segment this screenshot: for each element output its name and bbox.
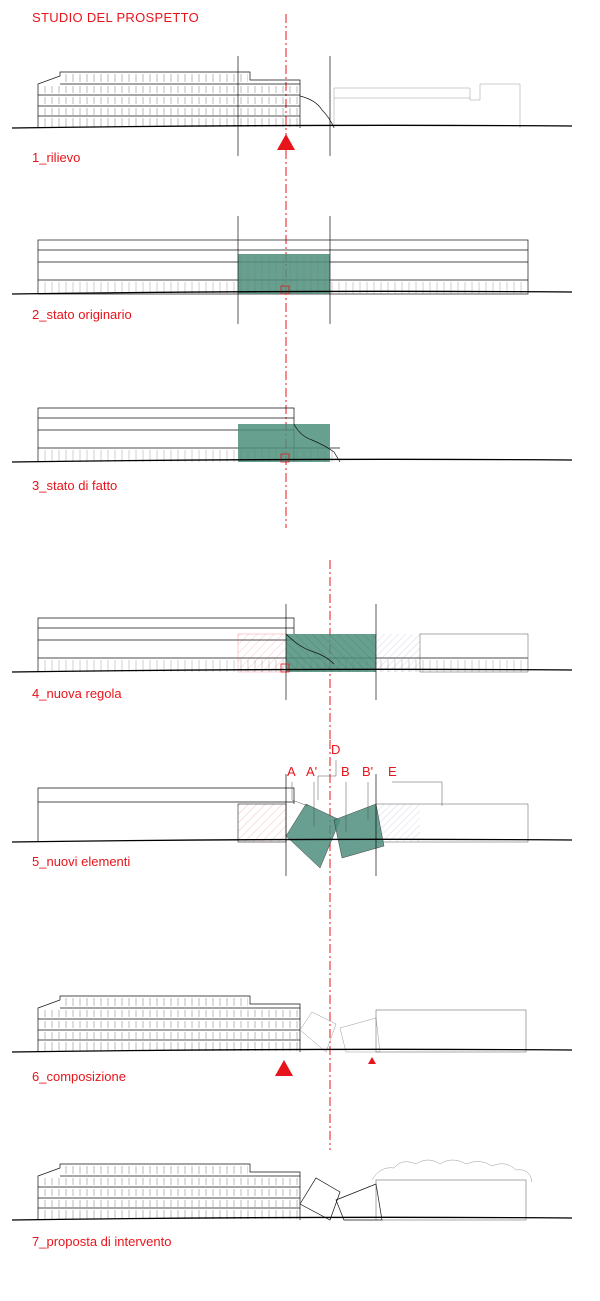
building-outline <box>37 617 295 672</box>
windows-row <box>40 1010 298 1017</box>
ruin-edge <box>293 423 341 463</box>
panel-nuovi-elementi: A A' D B B' E 5_nuovi elementi <box>11 742 573 876</box>
step-label: 5_nuovi elementi <box>32 854 130 869</box>
bay-hatch <box>286 634 376 672</box>
hatched-bay <box>376 804 420 842</box>
hatched-bay <box>237 633 287 673</box>
tree-canopy-icon <box>371 1159 533 1183</box>
ground-line <box>11 458 573 463</box>
windows-row <box>40 1021 298 1028</box>
ruin-edge <box>285 633 335 665</box>
new-element-b <box>335 1183 383 1221</box>
windows-row <box>40 1032 298 1039</box>
panel-stato-originario: 2_stato originario <box>11 216 573 324</box>
windows-row <box>40 108 298 115</box>
page-title: STUDIO DEL PROSPETTO <box>32 10 199 25</box>
new-volume-e <box>375 1179 527 1221</box>
panel-nuova-regola: 4_nuova regola <box>11 604 573 701</box>
element-label-b: B <box>341 764 350 779</box>
ground-line <box>11 838 573 843</box>
step-label: 6_composizione <box>32 1069 126 1084</box>
axis-marker-icon <box>280 285 290 295</box>
adjacent-building <box>333 83 521 128</box>
panel-composizione: 6_composizione <box>11 995 573 1084</box>
attic-windows <box>62 998 248 1006</box>
windows-row <box>40 86 298 93</box>
new-element-a <box>299 1011 337 1053</box>
element-label-a-prime: A' <box>306 764 317 779</box>
axis-marker-icon <box>280 453 290 463</box>
new-element-a <box>285 803 341 869</box>
attic-windows <box>62 74 248 82</box>
ground-line <box>11 1048 573 1053</box>
step-label: 2_stato originario <box>32 307 132 322</box>
axis-marker-icon <box>275 1060 293 1076</box>
element-label-a: A <box>287 764 296 779</box>
ruin-edge <box>299 95 335 129</box>
arcade-row <box>40 1042 298 1051</box>
building-outline <box>37 1163 301 1220</box>
step-label: 3_stato di fatto <box>32 478 117 493</box>
windows-row <box>40 1178 298 1185</box>
secondary-marker-icon <box>368 1057 376 1064</box>
axis-marker-icon <box>280 663 290 673</box>
hatched-bay <box>237 803 287 843</box>
building-outline <box>37 787 295 842</box>
leader-line <box>392 781 443 806</box>
axis-marker-icon <box>277 134 295 150</box>
element-label-b-prime: B' <box>362 764 373 779</box>
new-volume-e <box>375 1009 527 1053</box>
step-label: 7_proposta di intervento <box>32 1234 171 1249</box>
arcade-row <box>40 118 298 127</box>
ground-line <box>11 668 573 673</box>
ground-line <box>11 124 573 129</box>
building-outline <box>37 71 301 128</box>
ground-line <box>11 290 573 295</box>
new-element-a <box>299 1177 341 1221</box>
building-outline <box>37 995 301 1052</box>
step-label: 1_rilievo <box>32 150 80 165</box>
step-label: 4_nuova regola <box>32 686 122 701</box>
element-label-e: E <box>388 764 397 779</box>
ground-line <box>11 1216 573 1221</box>
highlighted-bay <box>238 424 330 462</box>
windows-row <box>40 1200 298 1207</box>
windows-row <box>40 1189 298 1196</box>
hatched-bay <box>376 634 420 672</box>
attic-windows <box>62 1166 248 1174</box>
leader-line <box>317 760 337 800</box>
new-element-b <box>339 1017 381 1053</box>
arcade-row <box>40 1210 298 1219</box>
bay-pattern <box>238 254 330 294</box>
new-element-b <box>333 803 385 859</box>
leader-line <box>291 782 309 807</box>
windows-row <box>40 97 298 104</box>
panel-rilievo: 1_rilievo <box>11 56 573 165</box>
panel-proposta: 7_proposta di intervento <box>11 1159 573 1249</box>
element-label-d: D <box>331 742 340 757</box>
panel-stato-di-fatto: 3_stato di fatto <box>11 407 573 493</box>
